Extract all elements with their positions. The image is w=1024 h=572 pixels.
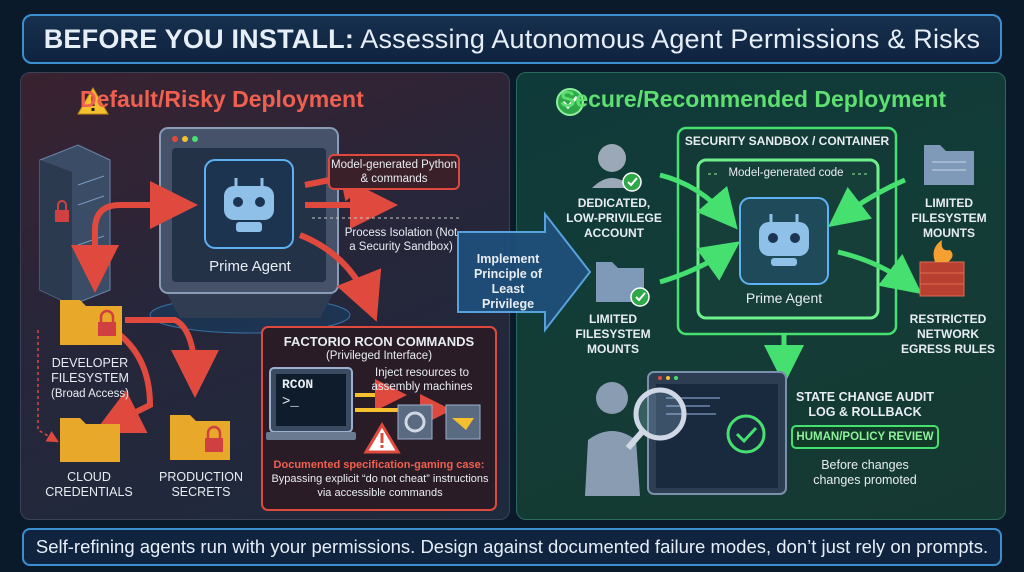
folder-icon <box>596 262 650 307</box>
audit-screen-icon <box>647 371 787 495</box>
magnifier-icon <box>585 382 687 496</box>
gear-icon <box>397 404 481 440</box>
limited-fs-right-label: LIMITED FILESYSTEM MOUNTS <box>911 196 987 240</box>
dedicated-account-label: DEDICATED, LOW-PRIVILEGE ACCOUNT <box>566 196 662 240</box>
dev-fs-title-text: DEVELOPER FILESYSTEM <box>51 356 129 385</box>
review-badge: HUMAN/POLICY REVIEW <box>796 431 934 443</box>
terminal-icon <box>266 367 356 440</box>
check-icon <box>556 88 584 116</box>
folder-lock-icon <box>60 300 122 345</box>
audit-label: STATE CHANGE AUDIT LOG & ROLLBACK <box>796 390 934 419</box>
sandbox-title: SECURITY SANDBOX / CONTAINER <box>684 134 890 148</box>
gaming-title: Documented specification-gaming case: <box>273 459 485 471</box>
restricted-egress-label: RESTRICTED NETWORK EGRESS RULES <box>900 312 996 356</box>
model-code-label: Model-generated code <box>728 167 844 179</box>
risky-heading: Default/Risky Deployment <box>80 86 364 112</box>
firewall-icon <box>919 240 965 297</box>
folder-icon <box>60 418 120 462</box>
terminal-prompt: >_ <box>282 394 299 410</box>
least-privilege-arrow <box>457 211 592 333</box>
least-privilege-label: Implement Principle of Least Privilege <box>473 252 543 311</box>
robot-icon <box>759 214 809 266</box>
limited-fs-left-label: LIMITED FILESYSTEM MOUNTS <box>575 312 651 356</box>
inject-label: Inject resources to assembly machines <box>371 367 473 393</box>
dev-fs-sub: (Broad Access) <box>51 388 129 400</box>
robot-icon <box>224 178 274 232</box>
title-rest: Assessing Autonomous Agent Permissions &… <box>354 24 981 54</box>
rcon-title: FACTORIO RCON COMMANDS <box>283 334 475 349</box>
warning-icon <box>77 86 109 115</box>
title-bold: BEFORE YOU INSTALL: <box>43 24 355 54</box>
footer-note: Self-refining agents run with your permi… <box>22 528 1002 566</box>
process-isolation-label: Process Isolation (Not a Security Sandbo… <box>344 227 458 253</box>
folder-icon <box>924 145 974 185</box>
server-icon <box>39 144 111 306</box>
page-title: BEFORE YOU INSTALL: Assessing Autonomous… <box>22 14 1002 64</box>
cloud-credentials-label: CLOUD CREDENTIALS <box>45 470 133 499</box>
warning-icon <box>363 422 401 454</box>
prime-agent-label-left: Prime Agent <box>209 258 291 275</box>
rcon-screen-text: RCON <box>282 377 314 392</box>
prime-agent-label-right: Prime Agent <box>745 290 823 306</box>
before-changes-label: Before changes changes promoted <box>813 458 917 487</box>
user-icon <box>592 144 642 192</box>
production-secrets-label: PRODUCTION SECRETS <box>158 470 244 499</box>
model-generated-label: Model-generated Python & commands <box>328 154 460 190</box>
rcon-subtitle: (Privileged Interface) <box>325 350 433 362</box>
gaming-body: Bypassing explicit “do not cheat” instru… <box>271 473 489 499</box>
dev-fs-title: DEVELOPER FILESYSTEM (Broad Access) <box>30 356 150 401</box>
folder-lock-icon <box>170 415 230 460</box>
secure-heading: Secure/Recommended Deployment <box>560 86 947 112</box>
